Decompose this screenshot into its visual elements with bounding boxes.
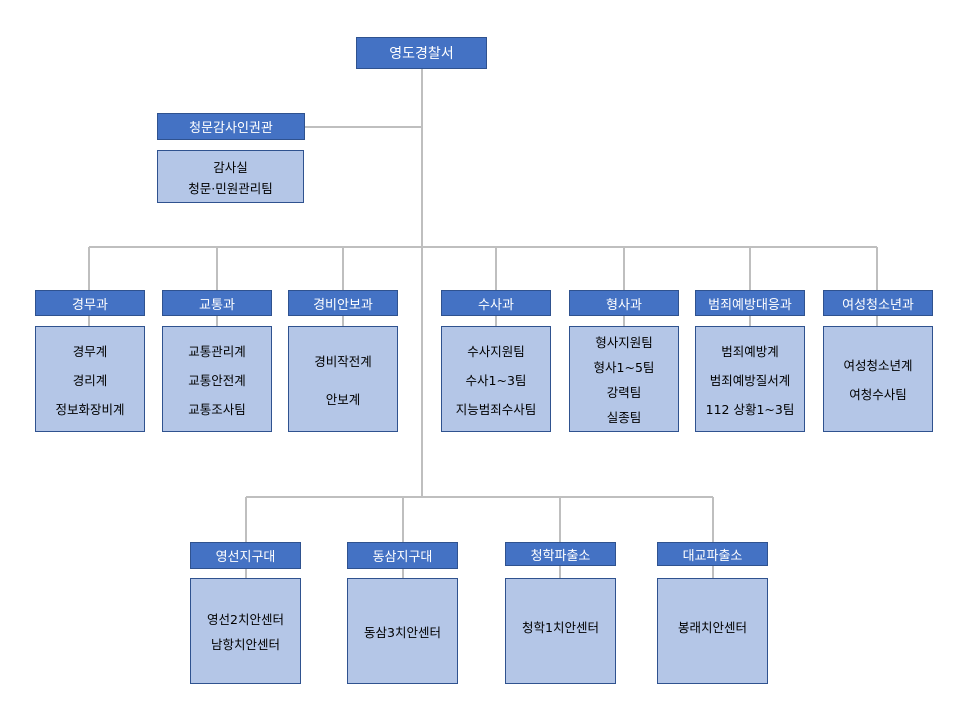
org-top-node: 영도경찰서 — [356, 37, 487, 69]
dept-header-traffic: 교통과 — [162, 290, 272, 316]
dept-header-label: 경비안보과 — [313, 297, 373, 313]
dept-item: 여성청소년계 — [843, 358, 913, 373]
dept-header-gyeongmu: 경무과 — [35, 290, 145, 316]
org-top-label: 영도경찰서 — [389, 46, 454, 62]
dept-item: 112 상황1~3팀 — [705, 401, 795, 417]
station-header-label: 청학파출소 — [530, 548, 591, 564]
audit-header: 청문감사인권관 — [157, 113, 305, 140]
station-header-daegyo: 대교파출소 — [657, 542, 768, 566]
station-header-dongsam: 동삼지구대 — [347, 542, 458, 569]
dept-body-investigation: 수사지원팀 수사1~3팀 지능범죄수사팀 — [441, 326, 551, 432]
dept-item: 강력팀 — [606, 385, 642, 400]
dept-header-security: 경비안보과 — [288, 290, 398, 316]
dept-item: 교통안전계 — [188, 372, 246, 388]
dept-header-label: 경무과 — [72, 297, 108, 313]
dept-item: 범죄예방계 — [721, 343, 779, 359]
dept-header-label: 여성청소년과 — [842, 297, 914, 313]
dept-item: 경리계 — [72, 372, 108, 388]
station-header-label: 영선지구대 — [215, 550, 276, 565]
station-body-yeongseon: 영선2치안센터 남항치안센터 — [190, 578, 301, 684]
dept-header-label: 교통과 — [199, 297, 235, 313]
dept-item: 실종팀 — [606, 410, 642, 425]
dept-body-traffic: 교통관리계 교통안전계 교통조사팀 — [162, 326, 272, 432]
station-body-daegyo: 봉래치안센터 — [657, 578, 768, 684]
station-item: 동삼3치안센터 — [364, 624, 441, 640]
dept-item: 정보화장비계 — [55, 401, 125, 417]
dept-body-women-youth: 여성청소년계 여청수사팀 — [823, 326, 933, 432]
station-header-label: 동삼지구대 — [372, 550, 433, 565]
dept-header-label: 수사과 — [478, 297, 514, 313]
dept-header-women-youth: 여성청소년과 — [823, 290, 933, 316]
dept-header-investigation: 수사과 — [441, 290, 551, 316]
dept-item: 여청수사팀 — [849, 387, 907, 402]
dept-body-criminal: 형사지원팀 형사1~5팀 강력팀 실종팀 — [569, 326, 679, 432]
dept-item: 범죄예방질서계 — [709, 372, 791, 388]
dept-header-label: 범죄예방대응과 — [708, 297, 792, 313]
dept-item: 지능범죄수사팀 — [455, 401, 537, 417]
dept-body-prevention: 범죄예방계 범죄예방질서계 112 상황1~3팀 — [695, 326, 805, 432]
station-body-dongsam: 동삼3치안센터 — [347, 578, 458, 684]
dept-item: 교통관리계 — [188, 343, 246, 359]
dept-header-criminal: 형사과 — [569, 290, 679, 316]
audit-header-label: 청문감사인권관 — [189, 121, 273, 136]
station-body-cheonghak: 청학1치안센터 — [505, 578, 616, 684]
dept-item: 경무계 — [72, 343, 108, 359]
dept-item: 수사1~3팀 — [465, 372, 527, 388]
audit-item: 청문·민원관리팀 — [188, 180, 273, 196]
station-item: 봉래치안센터 — [677, 619, 747, 635]
dept-item: 형사지원팀 — [595, 335, 653, 350]
dept-item: 안보계 — [325, 391, 361, 407]
dept-header-label: 형사과 — [606, 297, 642, 313]
station-item: 남항치안센터 — [210, 637, 280, 652]
station-header-label: 대교파출소 — [682, 548, 743, 564]
dept-item: 수사지원팀 — [467, 343, 525, 359]
dept-body-security: 경비작전계 안보계 — [288, 326, 398, 432]
dept-item: 경비작전계 — [314, 353, 372, 369]
dept-item: 교통조사팀 — [188, 401, 246, 417]
station-header-yeongseon: 영선지구대 — [190, 542, 301, 569]
dept-header-prevention: 범죄예방대응과 — [695, 290, 805, 316]
station-item: 영선2치안센터 — [207, 612, 284, 627]
station-header-cheonghak: 청학파출소 — [505, 542, 616, 566]
audit-body: 감사실 청문·민원관리팀 — [157, 150, 304, 203]
audit-item: 감사실 — [213, 159, 248, 175]
dept-body-gyeongmu: 경무계 경리계 정보화장비계 — [35, 326, 145, 432]
station-item: 청학1치안센터 — [522, 619, 599, 635]
dept-item: 형사1~5팀 — [593, 360, 655, 375]
